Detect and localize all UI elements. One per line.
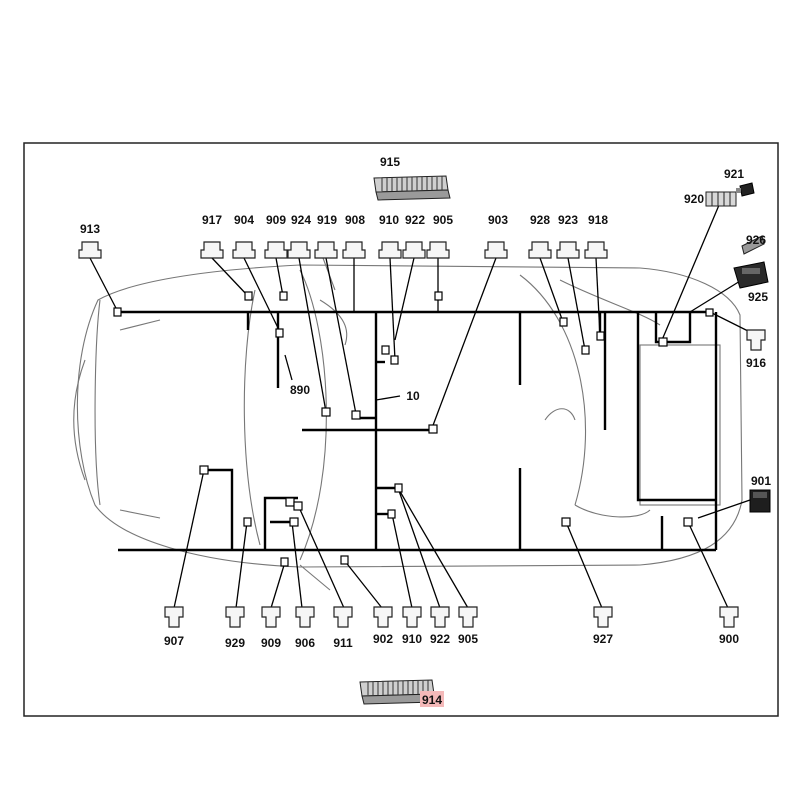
label-903: 903	[488, 213, 508, 227]
label-914: 914	[422, 693, 442, 707]
plug-icon-910b	[402, 606, 422, 628]
label-900: 900	[719, 632, 739, 646]
label-913: 913	[80, 222, 100, 236]
plug-icon-924	[287, 241, 311, 259]
label-914-highlight	[420, 691, 444, 707]
label-906: 906	[295, 636, 315, 650]
label-908: 908	[345, 213, 365, 227]
label-915: 915	[380, 155, 400, 169]
plug-icon-909	[264, 241, 288, 259]
label-927: 927	[593, 632, 613, 646]
label-910: 910	[379, 213, 399, 227]
label-907: 907	[164, 634, 184, 648]
label-922-bottom: 922	[430, 632, 450, 646]
label-922: 922	[405, 213, 425, 227]
plug-icon-911	[333, 606, 353, 628]
label-905: 905	[433, 213, 453, 227]
label-909-bottom: 909	[261, 636, 281, 650]
relay-901-icon	[749, 489, 771, 513]
label-905-bottom: 905	[458, 632, 478, 646]
plug-icon-928	[528, 241, 552, 259]
label-928: 928	[530, 213, 550, 227]
plug-icon-916	[746, 329, 766, 351]
plug-icon-902	[373, 606, 393, 628]
connector-920-921-icon	[705, 182, 755, 207]
label-916: 916	[746, 356, 766, 370]
label-926: 926	[746, 233, 766, 247]
plug-icon-903	[484, 241, 508, 259]
connector-926-icon	[741, 235, 765, 255]
diagram-frame	[23, 142, 779, 717]
label-919: 919	[317, 213, 337, 227]
plug-icon-913	[78, 241, 102, 259]
label-921: 921	[724, 167, 744, 181]
plug-icons	[78, 241, 766, 628]
plug-icon-909b	[261, 606, 281, 628]
plug-icon-904	[232, 241, 256, 259]
label-925: 925	[748, 290, 768, 304]
plug-icon-910	[378, 241, 402, 259]
label-920: 920	[684, 192, 704, 206]
plug-icon-919	[314, 241, 338, 259]
label-929: 929	[225, 636, 245, 650]
label-909: 909	[266, 213, 286, 227]
label-924: 924	[291, 213, 311, 227]
plug-icon-905b	[458, 606, 478, 628]
plug-icon-929	[225, 606, 245, 628]
plug-icon-907	[164, 606, 184, 628]
label-10: 10	[406, 389, 420, 403]
car-outline	[73, 249, 743, 591]
label-890: 890	[290, 383, 310, 397]
label-904: 904	[234, 213, 254, 227]
plug-icon-900	[719, 606, 739, 628]
leader-lines	[89, 197, 751, 609]
label-901: 901	[751, 474, 771, 488]
label-911: 911	[333, 636, 353, 650]
connector-925-icon	[733, 261, 769, 289]
label-902: 902	[373, 632, 393, 646]
plug-icon-918	[584, 241, 608, 259]
plug-icon-927	[593, 606, 613, 628]
plug-icon-908	[342, 241, 366, 259]
label-923: 923	[558, 213, 578, 227]
connector-915-icon	[373, 175, 451, 201]
label-910-bottom: 910	[402, 632, 422, 646]
junction-nodes	[113, 291, 714, 567]
label-918: 918	[588, 213, 608, 227]
plug-icon-922b	[430, 606, 450, 628]
label-917: 917	[202, 213, 222, 227]
plug-icon-906	[295, 606, 315, 628]
connector-labels: 913 917 904 909 924 919 908 910 922 905 …	[80, 155, 771, 707]
main-harness	[118, 310, 718, 552]
plug-icon-922	[402, 241, 426, 259]
plug-icon-905	[426, 241, 450, 259]
plug-icon-923	[556, 241, 580, 259]
plug-icon-917	[200, 241, 224, 259]
